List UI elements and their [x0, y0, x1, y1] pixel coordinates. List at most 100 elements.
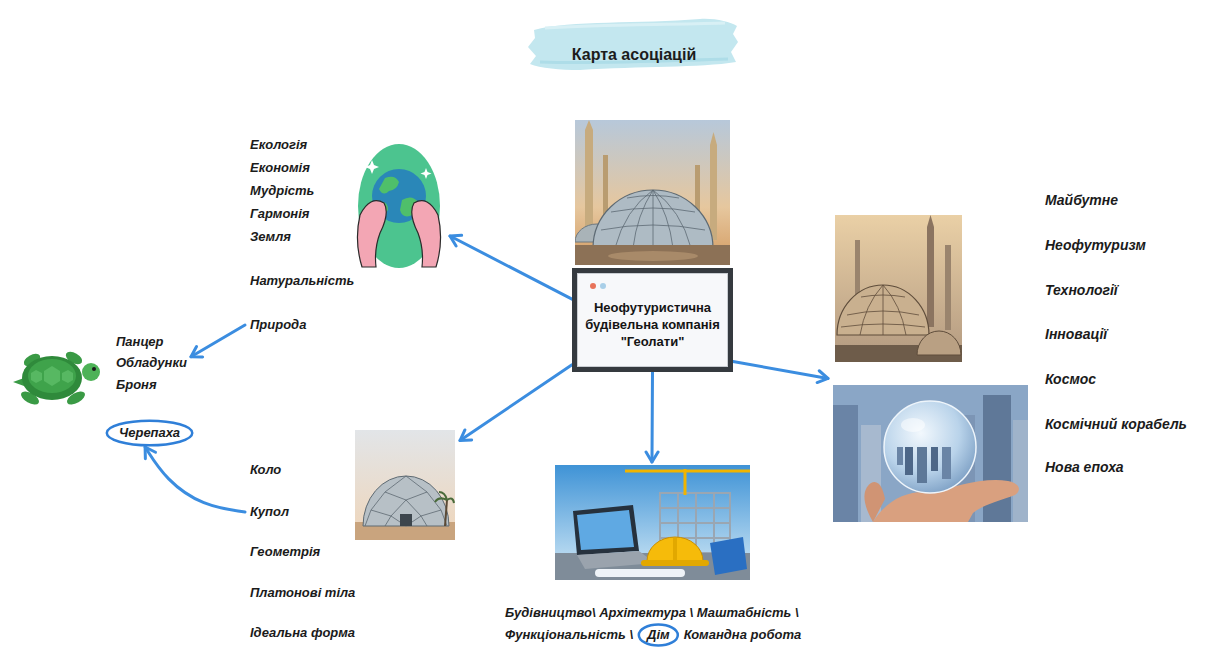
future-city-photo	[835, 215, 962, 362]
association-word: Броня	[116, 376, 187, 394]
company-box: Неофутуристична будівельна компанія "Гео…	[572, 268, 733, 372]
construction-photo	[684, 469, 687, 495]
map-title: Карта асоціацій	[534, 45, 734, 65]
crystal-ball-photo	[864, 482, 885, 522]
construction-photo	[573, 505, 639, 555]
circled-word: Черепаха	[119, 424, 180, 442]
future-city-photo	[927, 227, 934, 327]
association-word: Панцер	[116, 333, 187, 351]
title-holder: Карта асоціацій	[534, 45, 734, 65]
city-dome-photo	[601, 225, 705, 230]
ecology-icon	[379, 177, 399, 194]
circle-outline	[107, 421, 193, 446]
node-slot: Дім	[638, 623, 679, 647]
circled-word: Дім	[647, 626, 670, 644]
association-word: Екологія	[250, 136, 450, 154]
text-row: Будівництво\ Архітектура \ Маштабність \	[505, 604, 840, 622]
city-dome-photo	[575, 245, 730, 265]
future-city-photo	[835, 215, 962, 362]
construction-photo	[647, 537, 703, 561]
association-word: Мудрість	[250, 182, 450, 200]
dome-photo	[355, 430, 455, 540]
association-word: Земля	[250, 228, 450, 246]
ecology-icon	[357, 201, 386, 267]
construction-photo	[625, 470, 750, 473]
city-dome-photo	[575, 120, 730, 265]
ecology-icon	[365, 160, 379, 174]
association-word: Платонові тіла	[250, 584, 460, 602]
circled-word: Черепаха	[105, 419, 194, 447]
turtle-icon	[31, 370, 42, 383]
construction-photo	[577, 551, 655, 569]
future-city-photo	[861, 295, 905, 297]
crystal-ball-photo	[901, 418, 925, 432]
city-dome-photo	[710, 145, 717, 240]
city-dome-photo	[615, 190, 653, 248]
title-brush	[528, 19, 738, 70]
crystal-ball-photo	[833, 385, 1028, 522]
city-dome-photo	[575, 120, 730, 265]
dome-photo	[385, 476, 427, 500]
crystal-ball-photo	[884, 401, 976, 493]
city-dome-photo	[593, 190, 713, 248]
crystal-ball-photo	[833, 405, 858, 522]
association-word: Інновації	[1045, 325, 1205, 343]
future-city-photo	[847, 311, 919, 315]
text-row: Функціональність \ДімКомандна робота	[505, 622, 840, 648]
association-word: Космічний корабель	[1045, 415, 1205, 433]
ecology-icon	[421, 168, 432, 179]
association-word: Геометрія	[250, 543, 460, 561]
window-dot	[600, 283, 606, 289]
turtle-icon	[22, 356, 82, 400]
ecology-icon	[358, 144, 440, 268]
turtle-icon	[62, 370, 73, 383]
construction-photo	[555, 465, 750, 580]
city-dome-photo	[633, 190, 653, 248]
turtle-icon	[92, 367, 96, 371]
crystal-ball-photo	[897, 447, 903, 465]
title-brush	[545, 23, 725, 28]
city-dome-photo	[653, 190, 691, 248]
dome-photo	[435, 492, 454, 503]
association-word: Командна робота	[684, 626, 802, 644]
construction-word-list: Будівництво\ Архітектура \ Маштабність \…	[500, 462, 840, 652]
city-dome-photo	[608, 251, 698, 261]
dome-word-list: КолоКуполГеометріяПлатонові тілаІдеальна…	[245, 425, 460, 647]
association-word: Природа	[250, 316, 450, 334]
title-brush	[528, 19, 738, 70]
association-word: Технології	[1045, 281, 1205, 299]
construction-photo	[577, 510, 634, 550]
future-city-photo	[841, 285, 925, 335]
association-word: Купол	[250, 503, 460, 521]
association-word: Натуральність	[250, 272, 450, 290]
crystal-ball-photo	[905, 447, 913, 475]
crystal-ball-photo	[931, 447, 938, 471]
crystal-ball-photo	[942, 447, 951, 479]
future-city-photo	[883, 285, 906, 335]
arrow-connector	[650, 372, 654, 462]
crystal-ball-photo	[917, 447, 927, 483]
ecology-word-list: ЕкологіяЕкономіяМудрістьГармоніяЗемляНат…	[245, 136, 450, 336]
association-word: Космос	[1045, 370, 1205, 388]
arrow-connector	[450, 236, 572, 299]
future-city-photo	[883, 285, 884, 335]
future-city-photo	[860, 285, 883, 335]
city-dome-photo	[653, 190, 654, 248]
arrow-connector	[460, 365, 572, 441]
association-word: Обладунки	[116, 354, 187, 372]
city-dome-photo	[611, 208, 695, 212]
turtle-icon	[44, 366, 60, 386]
window-dots	[589, 281, 613, 291]
city-dome-photo	[710, 132, 717, 145]
company-name: Неофутуристична будівельна компанія "Гео…	[582, 299, 723, 350]
crystal-ball-photo	[1013, 420, 1028, 522]
dome-photo	[365, 510, 447, 526]
association-word: Майбутне	[1045, 191, 1205, 209]
association-word: Гармонія	[250, 205, 450, 223]
construction-photo	[625, 469, 750, 495]
future-city-photo	[917, 331, 961, 355]
circled-word: Дім	[638, 623, 679, 647]
crystal-ball-photo	[833, 385, 1028, 522]
